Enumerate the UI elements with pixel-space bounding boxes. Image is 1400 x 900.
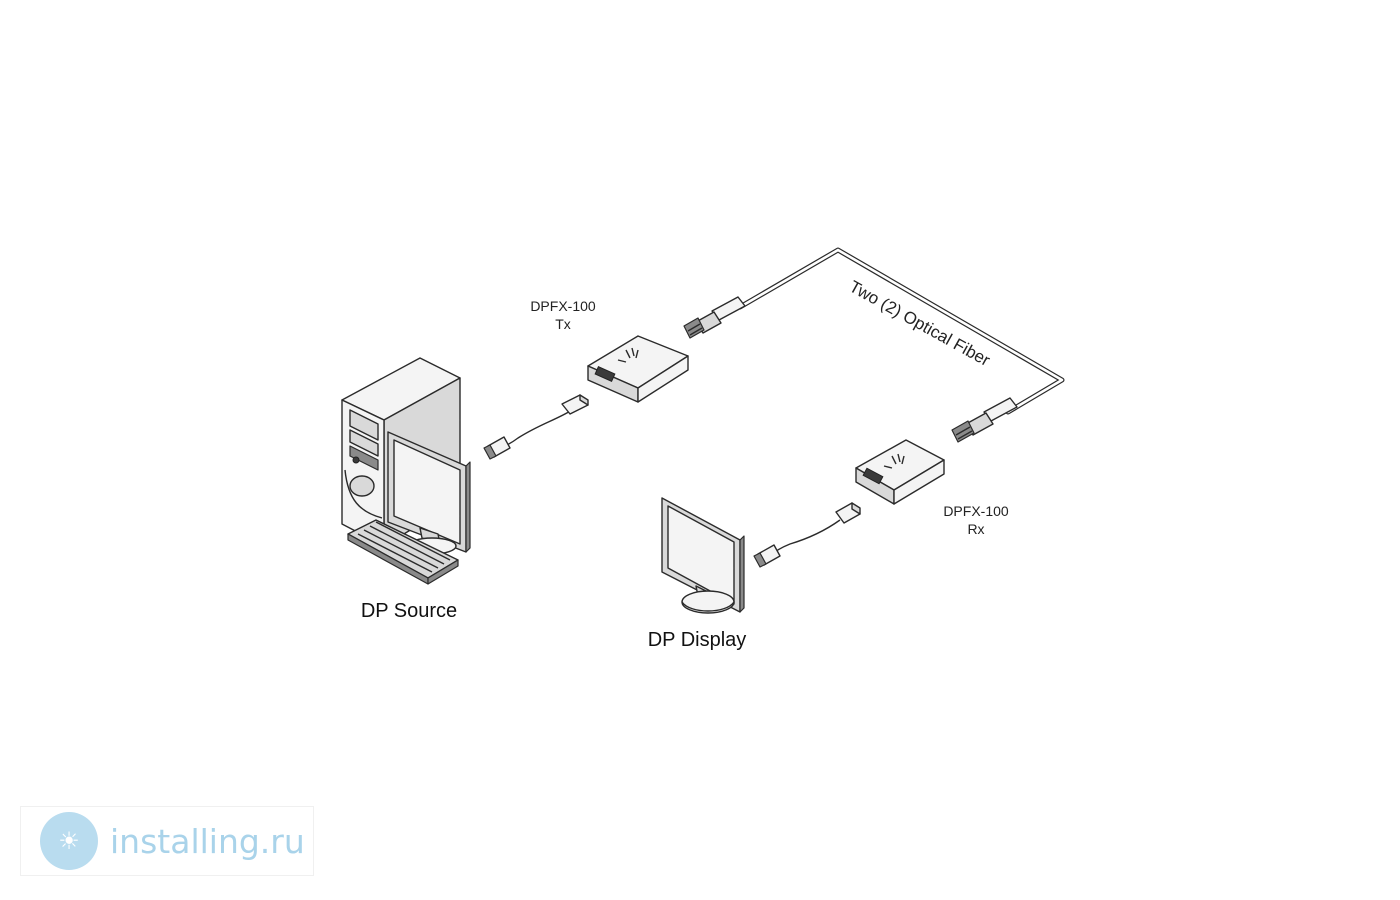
watermark: ☀ installing.ru <box>20 806 314 876</box>
fiber-label: Two (2) Optical Fiber <box>846 277 993 370</box>
dp-display-label: DP Display <box>648 629 747 651</box>
tx-fiber-connector-icon <box>683 296 746 339</box>
keyboard-icon <box>347 519 459 585</box>
tx-role-label: Tx <box>555 316 571 332</box>
dp-cable-tx <box>483 394 589 460</box>
display-monitor-icon <box>661 497 745 614</box>
dp-cable-rx <box>753 502 861 568</box>
dp-source-label: DP Source <box>361 600 457 622</box>
tx-model-label: DPFX-100 <box>530 298 596 314</box>
rx-model-label: DPFX-100 <box>943 503 1009 519</box>
rx-fiber-connector-icon <box>951 397 1018 443</box>
optical-fiber-cable <box>737 247 1065 415</box>
rx-role-label: Rx <box>967 521 984 537</box>
tx-unit-icon <box>587 335 689 403</box>
rx-unit-icon <box>855 439 945 505</box>
bulb-icon: ☀ <box>40 812 98 870</box>
watermark-text: installing.ru <box>110 821 305 861</box>
